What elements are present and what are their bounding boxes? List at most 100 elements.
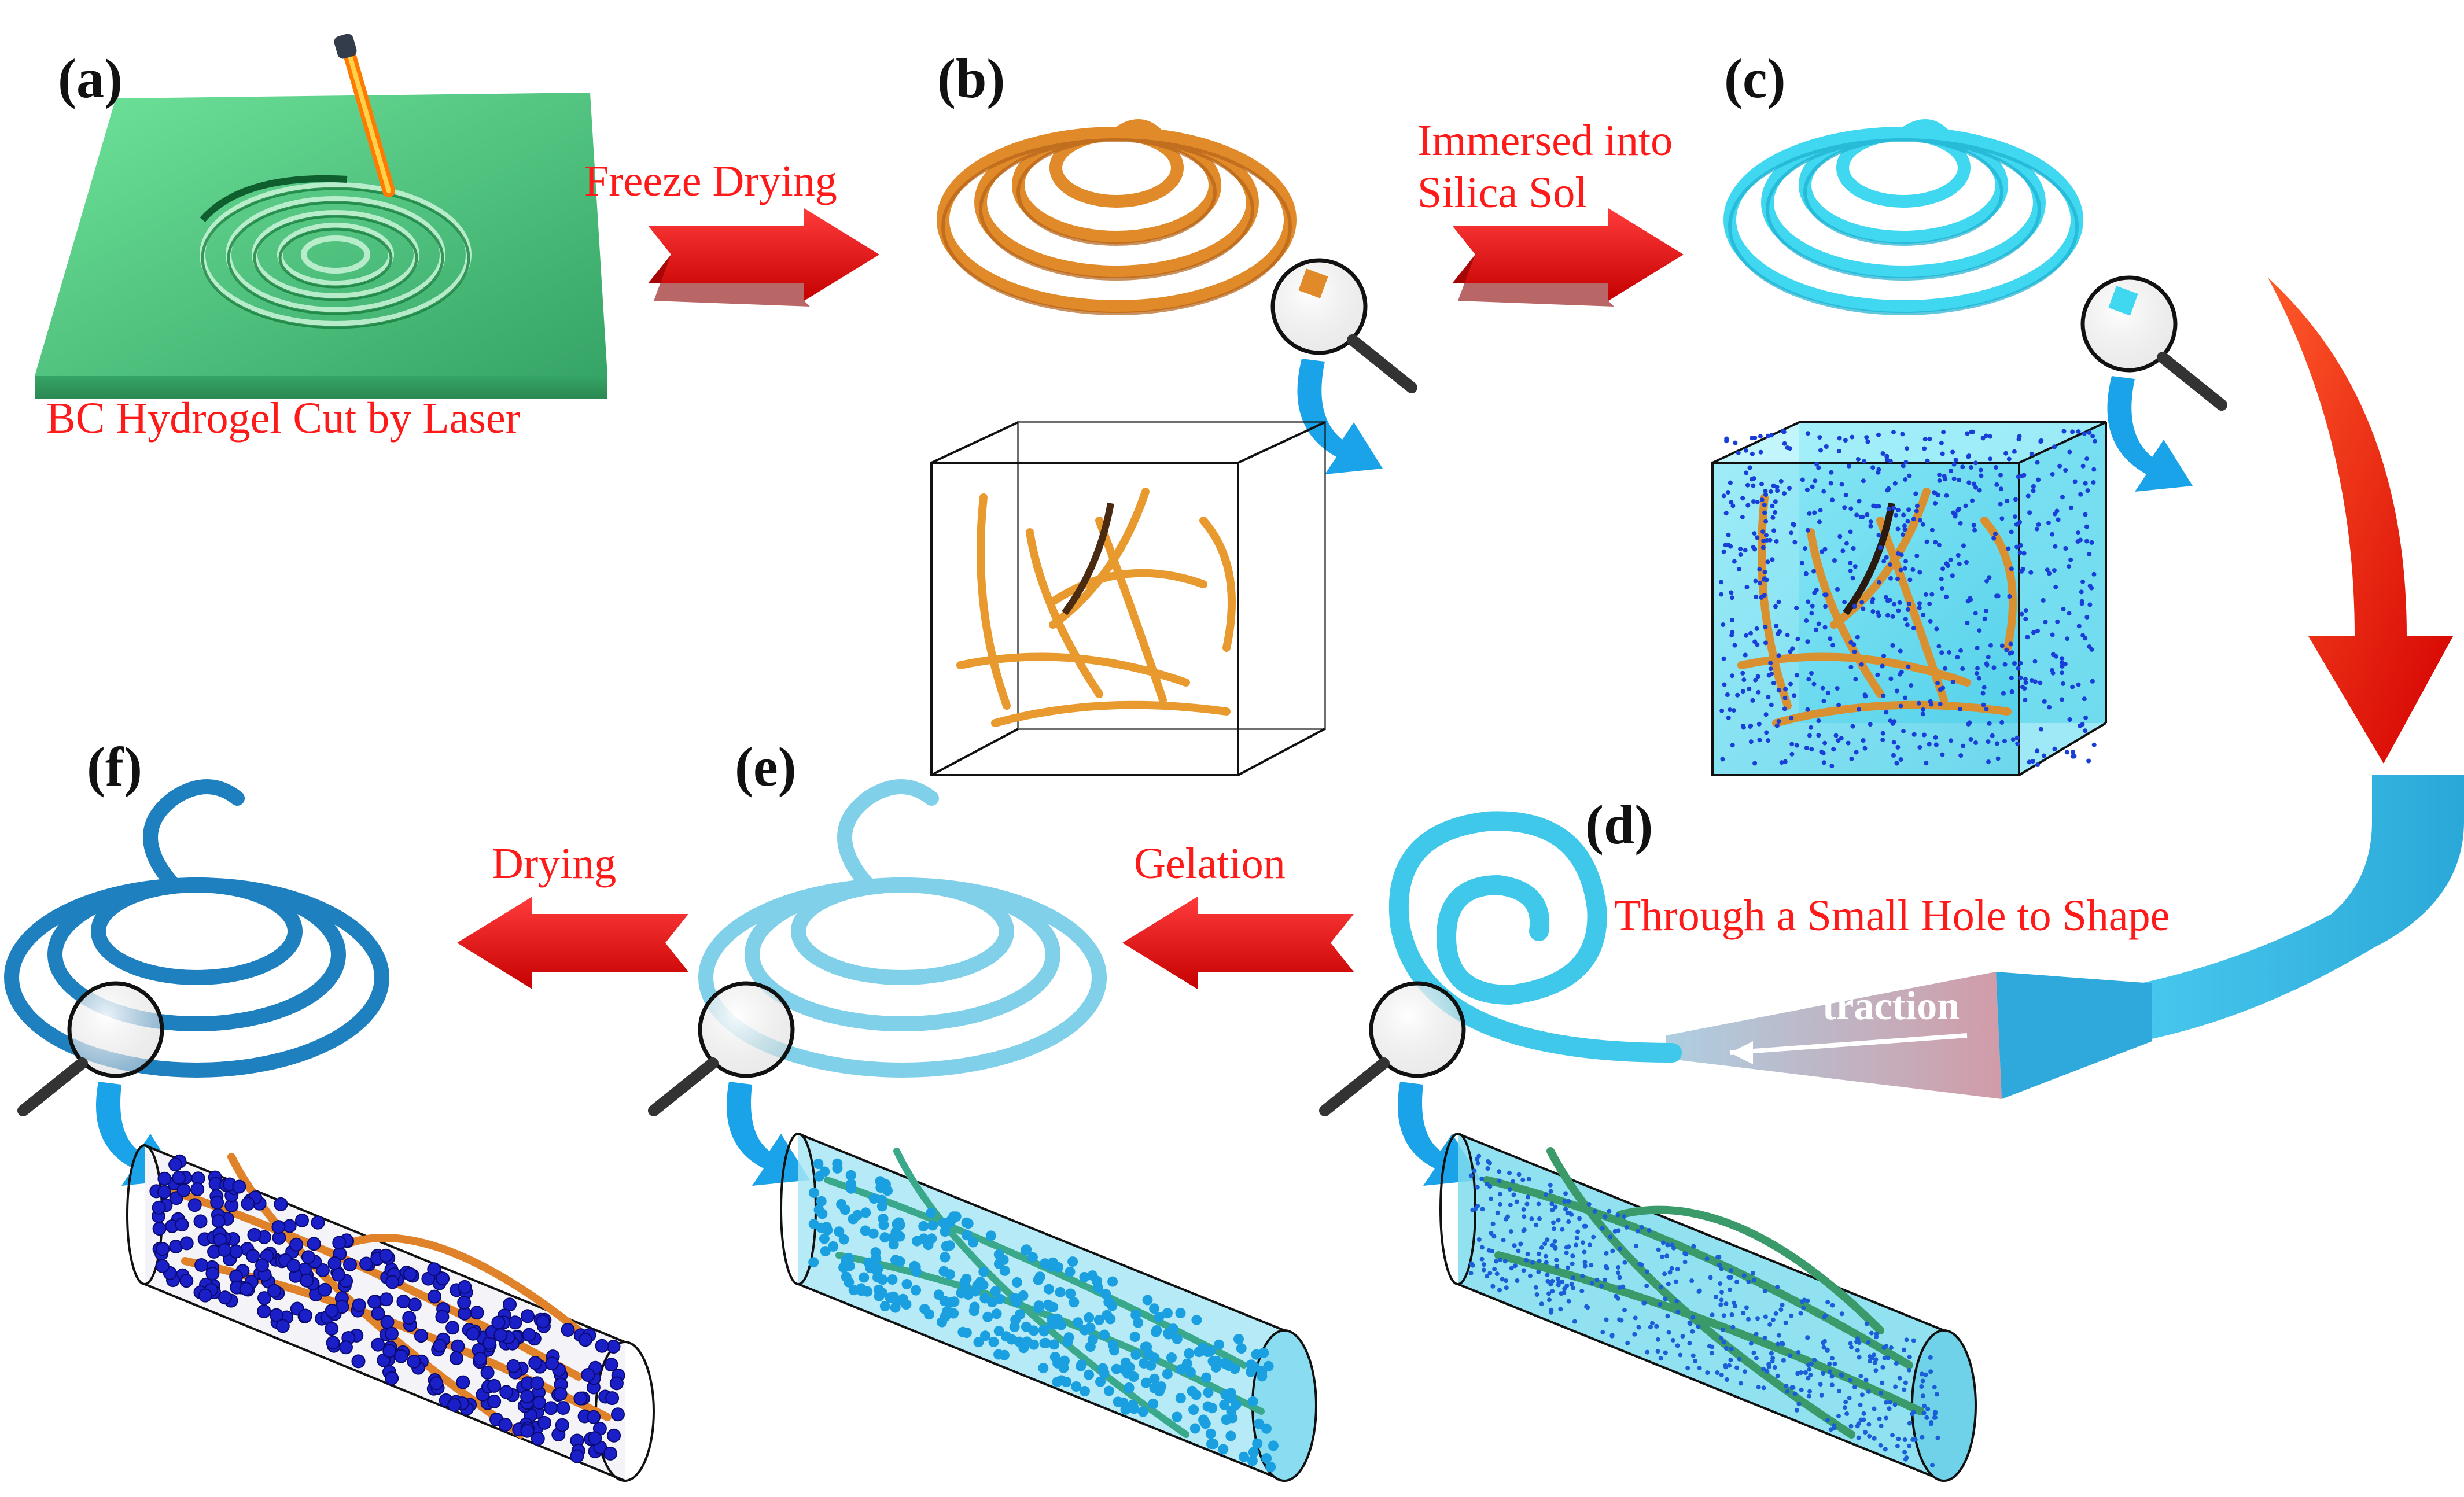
particle — [1820, 685, 1825, 691]
particle — [1966, 721, 1971, 727]
particle — [1616, 1264, 1621, 1270]
particle — [1906, 507, 1911, 512]
particle — [1993, 465, 1998, 470]
particle — [1979, 473, 1984, 478]
particle — [1816, 733, 1821, 738]
particle — [187, 1198, 202, 1212]
particle — [1756, 689, 1761, 695]
particle — [1916, 700, 1921, 706]
particle — [152, 1200, 166, 1215]
particle — [1920, 1378, 1925, 1384]
particle — [1067, 1256, 1078, 1267]
particle — [1910, 567, 1916, 572]
particle — [1468, 1271, 1474, 1276]
particle — [1614, 1293, 1618, 1299]
particle — [1981, 702, 1986, 707]
particle — [887, 1274, 898, 1285]
particle — [1935, 1435, 1940, 1440]
particle — [1774, 539, 1779, 544]
particle — [1495, 1210, 1500, 1215]
particle — [1562, 1286, 1567, 1292]
particle — [1848, 568, 1853, 573]
particle — [1727, 1363, 1732, 1368]
particle — [537, 1415, 551, 1430]
particle — [1084, 1369, 1095, 1380]
particle — [1734, 1365, 1740, 1370]
particle — [918, 1221, 929, 1231]
particle — [2009, 529, 2014, 534]
particle — [1564, 1245, 1569, 1250]
particle — [1935, 681, 1940, 686]
particle — [1850, 576, 1855, 581]
particle — [1809, 747, 1814, 752]
particle — [1869, 1330, 1874, 1336]
particle — [1885, 1355, 1891, 1360]
particle — [1809, 725, 1814, 730]
particle — [1732, 559, 1737, 564]
particle — [1949, 469, 1954, 474]
particle — [1723, 511, 1729, 516]
particle — [1644, 1283, 1649, 1288]
particle — [1817, 435, 1822, 440]
particle — [1855, 457, 1861, 462]
particle — [1828, 636, 1833, 641]
particle — [1932, 1411, 1938, 1416]
particle — [1799, 561, 1804, 566]
particle — [1233, 1334, 1244, 1344]
red-process-arrow — [1122, 897, 1354, 989]
particle — [429, 1376, 444, 1391]
particle — [1545, 1237, 1550, 1242]
particle — [2035, 762, 2040, 767]
particle — [2070, 754, 2075, 759]
particle — [1847, 463, 1851, 469]
particle — [1052, 1377, 1063, 1388]
particle — [1751, 1350, 1756, 1355]
particle — [1718, 1302, 1723, 1307]
particle — [1205, 1428, 1216, 1439]
particle — [1521, 1228, 1526, 1233]
particle — [1591, 1234, 1596, 1240]
particle — [1842, 1405, 1847, 1410]
particle — [1079, 1271, 1090, 1282]
particle — [1825, 1418, 1830, 1422]
particle — [1888, 718, 1893, 724]
particle — [1898, 567, 1903, 573]
particle — [1895, 576, 1900, 581]
particle — [2076, 429, 2081, 434]
particle — [1570, 1261, 1575, 1266]
particle — [2084, 524, 2089, 529]
particle — [1831, 747, 1836, 752]
particle — [331, 1267, 345, 1282]
particle — [1729, 590, 1734, 595]
particle — [1771, 528, 1777, 533]
particle — [1731, 708, 1736, 713]
particle — [1468, 1173, 1474, 1178]
particle — [1929, 1419, 1934, 1425]
particle — [2067, 611, 2072, 616]
particle — [1571, 1285, 1576, 1290]
particle — [2089, 585, 2094, 591]
particle — [1783, 687, 1788, 692]
particle — [1925, 458, 1930, 463]
particle — [436, 1271, 450, 1286]
particle — [1205, 1345, 1216, 1356]
particle — [2060, 656, 2065, 661]
particle — [1816, 465, 1821, 470]
particle — [1862, 459, 1867, 464]
particle — [2018, 675, 2023, 680]
particle — [1736, 450, 1741, 455]
particle — [1766, 1362, 1771, 1367]
particle — [1844, 1411, 1850, 1416]
particle — [1554, 1258, 1559, 1263]
particle — [1862, 692, 1868, 698]
particle — [1794, 1407, 1799, 1413]
particle — [1687, 1321, 1692, 1325]
particle — [1553, 1204, 1558, 1210]
particle — [1925, 1407, 1931, 1411]
red-process-arrow — [457, 897, 688, 989]
particle — [1853, 677, 1858, 682]
particle — [295, 1213, 309, 1227]
particle — [1875, 672, 1880, 677]
particle — [1769, 433, 1774, 438]
particle — [961, 1328, 972, 1339]
